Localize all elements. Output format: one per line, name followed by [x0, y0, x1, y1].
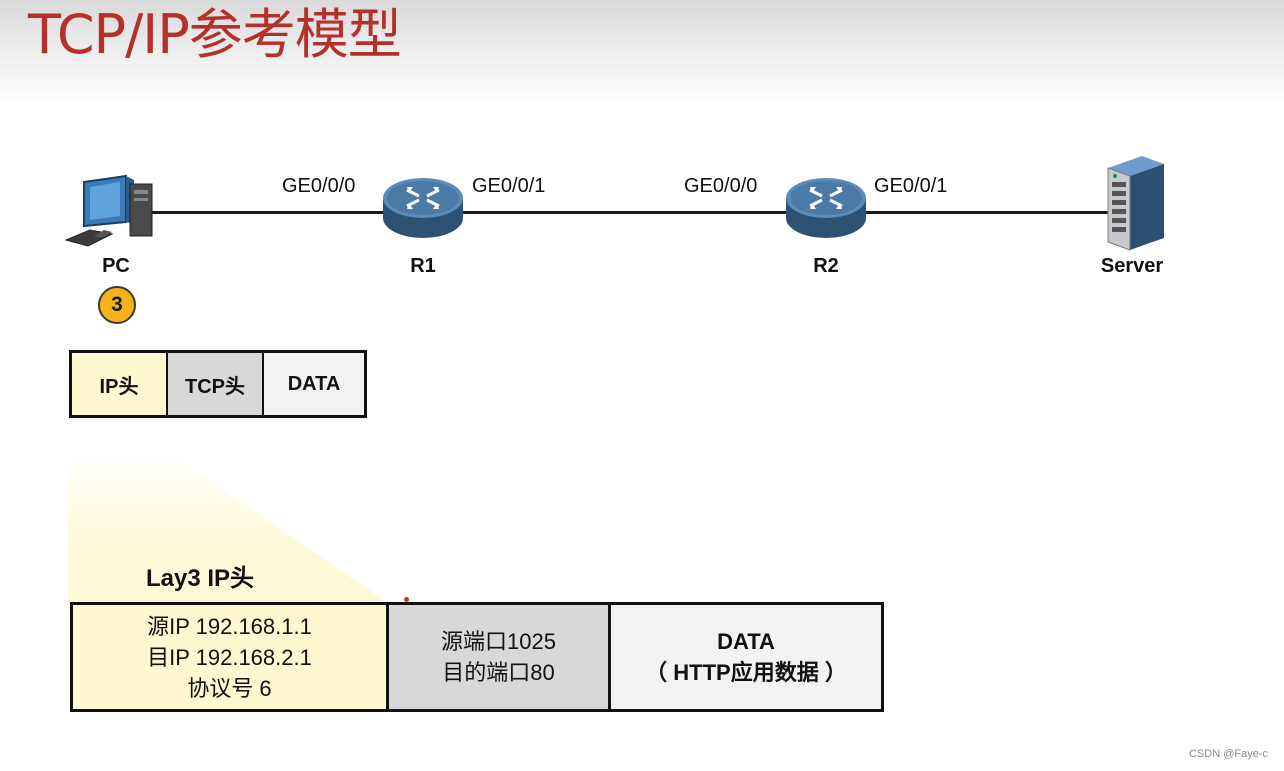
destination-ip: 目IP 192.168.2.1: [147, 644, 312, 670]
packet-detail: 源IP 192.168.1.1 目IP 192.168.2.1 协议号 6 源端…: [70, 602, 884, 712]
data-detail: DATA （ HTTP应用数据 ）: [611, 605, 881, 709]
link-pc-r1: [148, 211, 384, 214]
pointer-dot: [404, 597, 409, 602]
r2-port-left: GE0/0/0: [684, 175, 758, 197]
server-label: Server: [1100, 255, 1164, 277]
packet-summary: IP头 TCP头 DATA: [69, 350, 367, 418]
ip-header-cell: IP头: [72, 353, 168, 415]
data-label: DATA: [717, 629, 775, 654]
link-r1-r2: [462, 211, 788, 214]
step-badge: 3: [98, 286, 136, 324]
destination-port: 目的端口80: [442, 660, 555, 685]
r1-label: R1: [410, 255, 436, 277]
r1-port-left: GE0/0/0: [282, 175, 356, 197]
router-icon: [381, 174, 465, 240]
r2-port-right: GE0/0/1: [874, 175, 948, 197]
data-description: （ HTTP应用数据 ）: [645, 660, 847, 685]
tcp-header-detail: 源端口1025 目的端口80: [389, 605, 611, 709]
watermark-credit: CSDN @Faye-c: [1188, 748, 1268, 760]
router-icon: [784, 174, 868, 240]
title-bar: TCP/IP参考模型: [0, 0, 1284, 105]
slide-title: TCP/IP参考模型: [28, 3, 402, 66]
r2-label: R2: [813, 255, 839, 277]
pc-icon: [64, 172, 160, 252]
pc-label: PC: [102, 255, 130, 277]
ip-header-detail: 源IP 192.168.1.1 目IP 192.168.2.1 协议号 6: [73, 605, 389, 709]
lay3-title: Lay3 IP头: [146, 565, 255, 592]
data-cell: DATA: [264, 353, 364, 415]
server-icon: [1104, 154, 1166, 252]
tcp-header-cell: TCP头: [168, 353, 264, 415]
r1-port-right: GE0/0/1: [472, 175, 546, 197]
link-r2-server: [864, 211, 1110, 214]
source-ip: 源IP 192.168.1.1: [147, 613, 312, 639]
protocol-number: 协议号 6: [187, 675, 272, 701]
source-port: 源端口1025: [441, 629, 556, 654]
